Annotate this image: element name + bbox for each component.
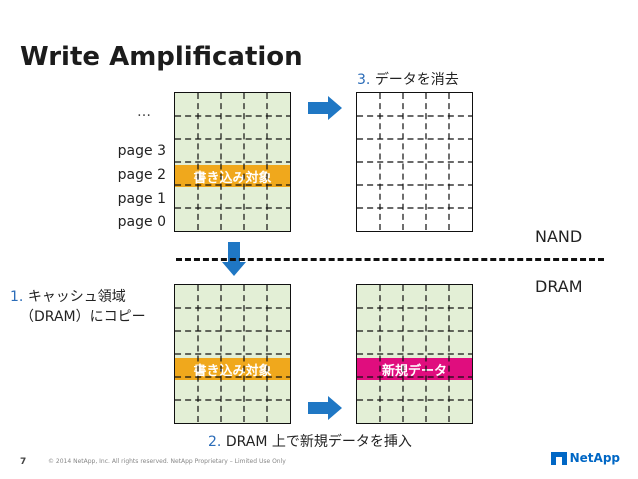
step-2-text: DRAM 上で新規データを挿入 (225, 434, 412, 450)
slide-number: 7 (20, 457, 27, 467)
page-label-3: page 3 (117, 143, 166, 159)
right-arrow-icon (308, 96, 342, 120)
page-label-1: page 1 (117, 191, 166, 207)
dram-block-new: 新規データ (356, 284, 473, 424)
step-3-number: 3. (357, 72, 371, 88)
logo-text: NetApp (569, 451, 620, 465)
new-data-band: 新規データ (357, 358, 472, 380)
ellipsis: … (137, 104, 151, 120)
step-3-text: データを消去 (374, 72, 459, 88)
step-1-label: 1. キャッシュ領域 (10, 286, 126, 306)
page-label-0: page 0 (117, 214, 166, 230)
right-arrow-icon (308, 396, 342, 420)
netapp-logo-icon (550, 451, 567, 465)
copyright-text: © 2014 NetApp, Inc. All rights reserved.… (48, 458, 286, 465)
grid-lines (175, 93, 290, 231)
step-1-text-line1: キャッシュ領域 (27, 289, 126, 305)
write-target-band-nand: 書き込み対象 (175, 165, 290, 187)
slide-title: Write Amplification (20, 42, 303, 72)
grid-lines (175, 285, 290, 423)
step-1-text-line2: （DRAM）にコピー (20, 309, 146, 325)
step-2-number: 2. (208, 434, 222, 450)
page-label-2: page 2 (117, 167, 166, 183)
nand-label: NAND (535, 227, 583, 246)
write-target-band-dram: 書き込み対象 (175, 358, 290, 380)
dram-block-copy: 書き込み対象 (174, 284, 291, 424)
step-1-number: 1. (10, 289, 24, 305)
grid-lines (357, 93, 472, 231)
step-3-label: 3. データを消去 (357, 69, 459, 89)
step-2-label: 2. DRAM 上で新規データを挿入 (208, 431, 412, 451)
grid-lines (357, 285, 472, 423)
nand-block-erased (356, 92, 473, 232)
dram-label: DRAM (535, 277, 583, 296)
netapp-logo: NetApp (550, 451, 620, 465)
nand-dram-divider (176, 258, 604, 261)
nand-block-original: 書き込み対象 (174, 92, 291, 232)
